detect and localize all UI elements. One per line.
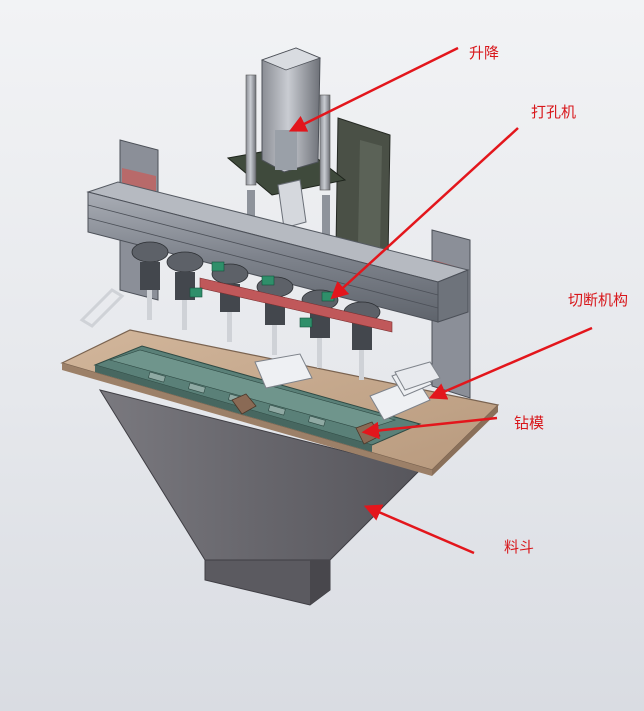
drill-die-icon: [93, 345, 433, 452]
label-hopper: 料斗: [504, 538, 534, 556]
arrow-drill-die: [361, 416, 498, 440]
arrow-hopper: [363, 504, 475, 555]
label-cutter: 切断机构: [568, 291, 628, 309]
cutter-block-icon: [394, 361, 441, 391]
hopper-icon: [98, 389, 421, 606]
callout-arrows: [288, 46, 593, 555]
arrow-cutter: [428, 326, 593, 400]
punch-head-icon: [131, 241, 393, 380]
label-lift: 升降: [469, 44, 499, 62]
main-beam: [86, 181, 470, 323]
left-handle: [79, 288, 125, 328]
arrow-lift: [288, 46, 459, 132]
arrow-puncher: [330, 127, 519, 300]
lift-cylinder-icon: [226, 47, 391, 261]
label-drill-die: 钻模: [514, 414, 544, 432]
label-puncher: 打孔机: [531, 103, 576, 121]
